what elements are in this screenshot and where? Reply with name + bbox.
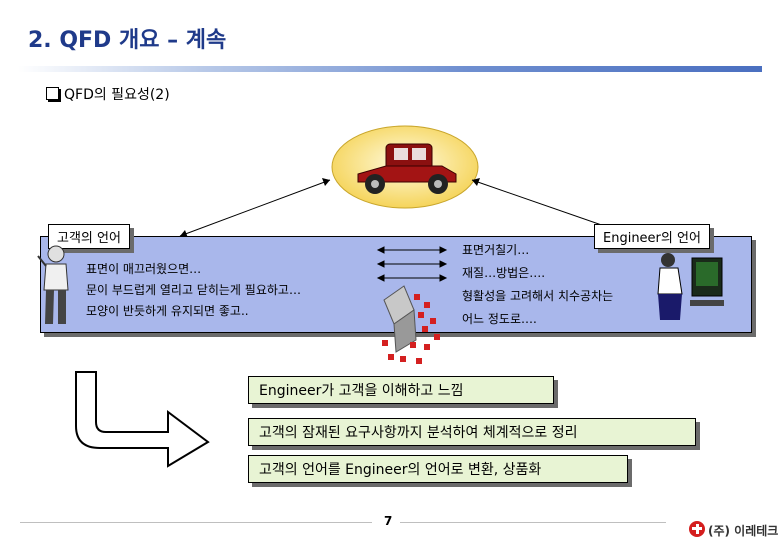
engineer-line-4: 어느 정도로….: [462, 312, 537, 326]
engineer-line-1: 표면거칠기…: [462, 243, 530, 257]
section-subhead: QFD의 필요성(2): [64, 87, 170, 103]
company-logo-icon: [689, 521, 705, 537]
page-number: 7: [384, 514, 393, 528]
page-title: 2. QFD 개요 – 계속: [28, 28, 227, 53]
summary-box-2: 고객의 잠재된 요구사항까지 분석하여 체계적으로 정리: [248, 418, 696, 446]
footer-line-right: [400, 522, 666, 523]
title-underline: [18, 66, 762, 72]
engineer-computer-icon: [657, 253, 724, 320]
customer-line-3: 모양이 반듯하게 유지되면 좋고..: [86, 304, 249, 318]
engineer-line-3: 형활성을 고려해서 치수공차는: [462, 289, 614, 303]
block-icon: [382, 285, 440, 364]
customer-line-1: 표면이 매끄러웠으면…: [86, 262, 202, 276]
engineer-line-2: 재질…방법은….: [462, 266, 546, 280]
customer-line-2: 문이 부드럽게 열리고 닫히는게 필요하고…: [86, 283, 301, 297]
footer-line-left: [20, 522, 372, 523]
customer-language-tag: 고객의 언어: [48, 224, 130, 249]
summary-box-1: Engineer가 고객을 이해하고 느낌: [248, 376, 554, 404]
bullet-checkbox-icon: [46, 87, 59, 100]
double-arrows: [376, 246, 448, 282]
arrow-icon: [75, 371, 210, 468]
summary-box-3: 고객의 언어를 Engineer의 언어로 변환, 상품화: [248, 455, 628, 483]
connector-arrows: [179, 178, 617, 238]
car-icon: [331, 125, 479, 209]
company-logo-text: (주) 이레테크: [708, 524, 779, 538]
person-icon: [37, 245, 69, 324]
engineer-language-tag: Engineer의 언어: [594, 224, 710, 249]
